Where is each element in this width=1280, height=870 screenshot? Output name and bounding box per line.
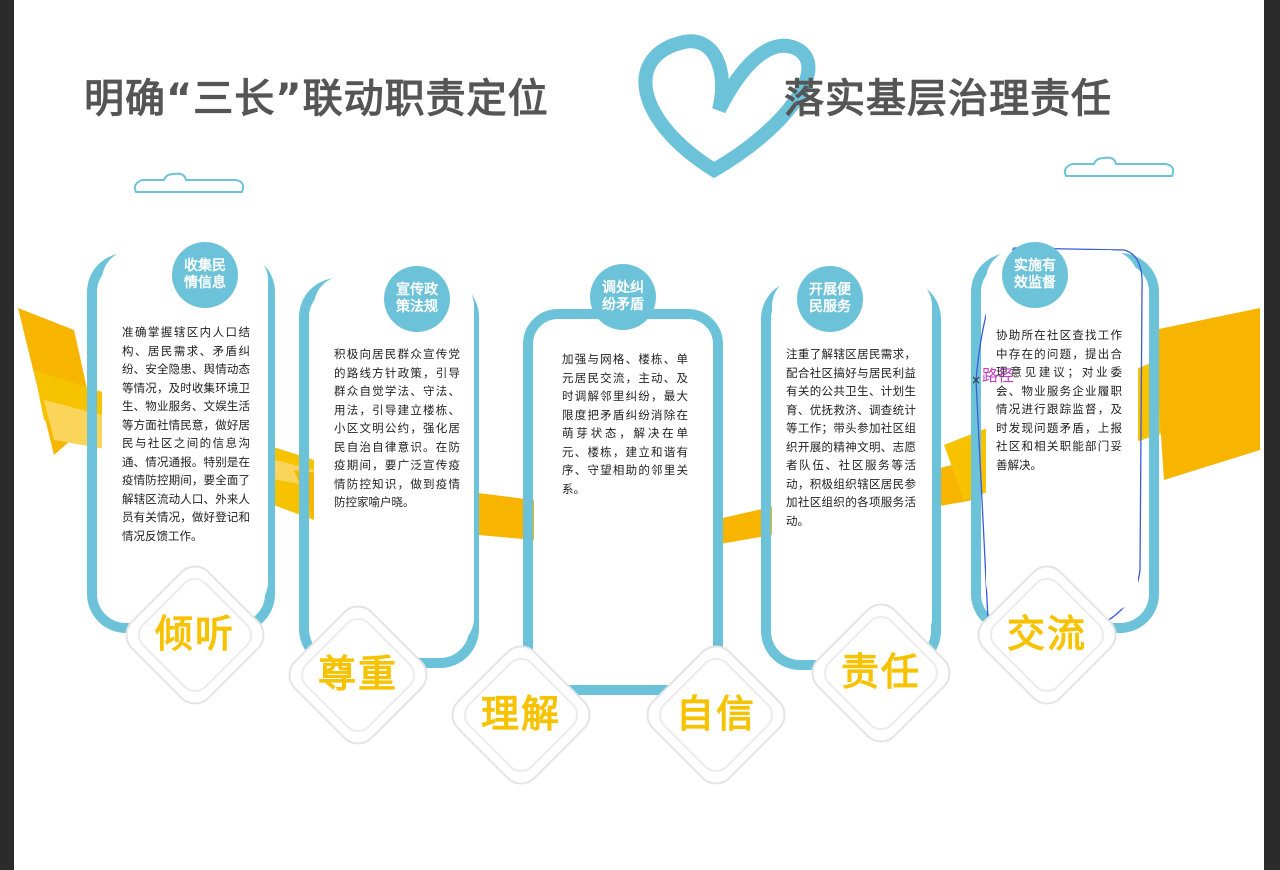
card-3-bg — [538, 323, 708, 681]
card-1-bg — [102, 250, 268, 612]
card-4-bg — [772, 276, 932, 648]
title-left: 明确“三长”联动职责定位 — [84, 76, 549, 122]
keyword-2: 尊重 — [317, 652, 398, 696]
path-label: 路径 — [982, 366, 1015, 385]
card-1-body: 准确掌握辖区内人口结构、居民需求、矛盾纠纷、安全隐患、舆情动态等情况，及时收集环… — [122, 325, 250, 543]
title-right: 落实基层治理责任 — [784, 76, 1112, 122]
right-ribbon-end — [1154, 308, 1260, 480]
keyword-diamond-2: 尊重 — [280, 597, 436, 753]
card-4-heading: 开展便民服务 — [797, 266, 863, 332]
card-2-bg — [314, 276, 474, 648]
card-2-heading: 宣传政策法规 — [384, 266, 450, 332]
cloud-left — [133, 172, 245, 193]
cloud-right — [1063, 156, 1175, 177]
card-2-body: 积极向居民群众宣传党的路线方针政策，引导群众自觉学法、守法、用法，引导建立楼栋、… — [334, 347, 460, 509]
keyword-5: 责任 — [840, 650, 921, 694]
card-1-heading: 收集民情信息 — [172, 242, 238, 308]
keyword-diamond-6: 交流 — [969, 557, 1125, 713]
poster-canvas: 明确“三长”联动职责定位 落实基层治理责任 收集民情信息 宣传政策法规 调处纠纷… — [14, 0, 1264, 870]
card-4-body: 注重了解辖区居民需求，配合社区搞好与居民利益有关的公共卫生、计划生育、优抚救济、… — [786, 347, 916, 528]
card-3-heading: 调处纠纷矛盾 — [590, 264, 656, 330]
card-5-body: 协助所在社区查找工作中存在的问题，提出合理意见建议；对业委会、物业服务企业履职情… — [996, 328, 1122, 472]
keyword-diamond-4: 自信 — [638, 637, 794, 793]
keyword-3: 理解 — [480, 692, 561, 736]
keyword-diamond-5: 责任 — [803, 595, 959, 751]
card-3-body: 加强与网格、楼栋、单元居民交流，主动、及时调解邻里纠纷，最大限度把矛盾纠纷消除在… — [562, 352, 688, 496]
card-5-heading: 实施有效监督 — [1002, 242, 1068, 308]
heart-shape — [638, 34, 816, 179]
keyword-diamond-3: 理解 — [443, 637, 599, 793]
keyword-6: 交流 — [1006, 612, 1087, 656]
keyword-diamond-1: 倾听 — [117, 557, 273, 713]
keyword-1: 倾听 — [154, 612, 235, 656]
card-5-bg — [986, 250, 1138, 612]
keyword-4: 自信 — [675, 692, 756, 736]
anchor-point-icon[interactable]: × — [971, 373, 982, 387]
